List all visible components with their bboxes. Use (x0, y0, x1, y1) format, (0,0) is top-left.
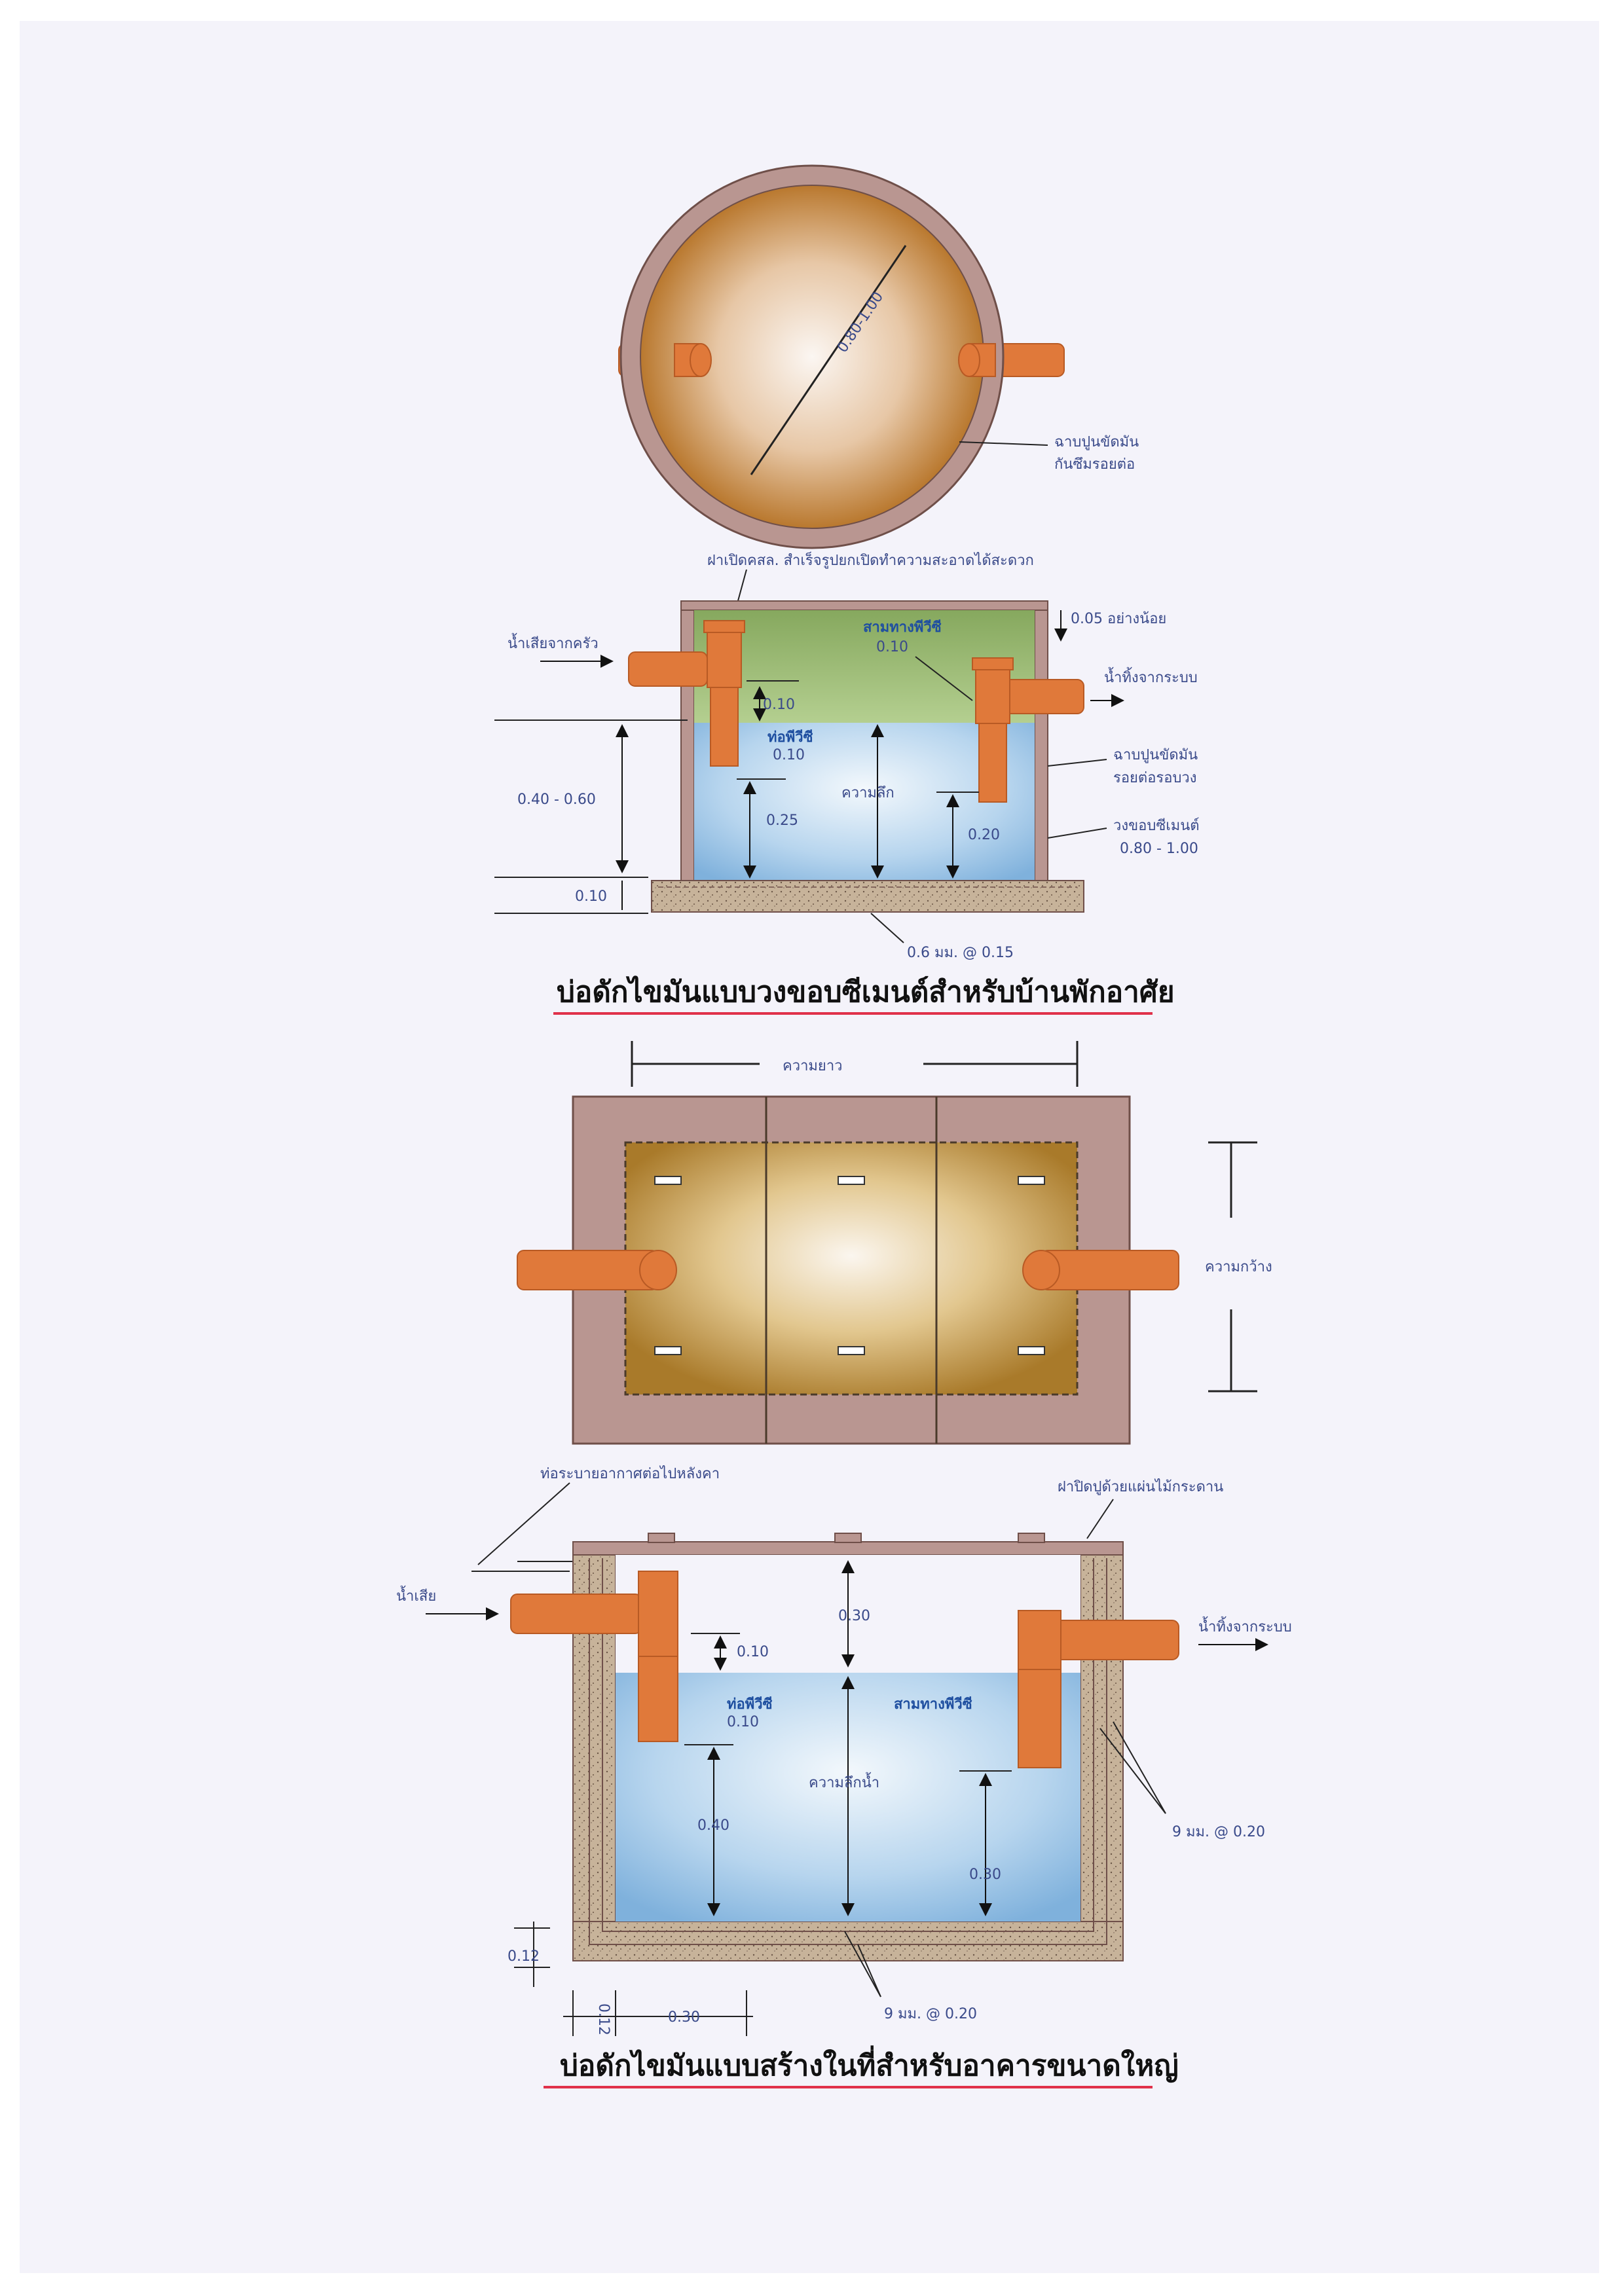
rect-inlet-label: น้ำเสีย (396, 1586, 436, 1605)
base-slab (651, 880, 1084, 913)
wall-offset: 0.30 (668, 2009, 700, 2026)
gap-label: 0.10 (763, 697, 795, 713)
rebar-label: 0.6 มม. @ 0.15 (907, 945, 1014, 961)
freeboard-label: 0.30 (838, 1608, 870, 1624)
rect-outlet-dip-pipe (1018, 1610, 1061, 1768)
circular-plan-view: 0.80-1.00 ฉาบปูนขัดมัน กันซึมรอยต่อ (618, 164, 1139, 549)
right-wall (1080, 1554, 1124, 1961)
clearance-label: 0.05 อย่างน้อย (1071, 611, 1166, 627)
pipe-label: ท่อพีวีซี (767, 729, 813, 746)
rect-outlet-pipe-plan (1041, 1250, 1179, 1290)
plaster-ring-line1: ฉาบปูนขัดมัน (1113, 747, 1198, 763)
slab-thickness: 0.10 (575, 888, 607, 905)
rect-pipe-label: ท่อพีวีซี (727, 1696, 773, 1713)
plaster-note-line2: กันซึมรอยต่อ (1054, 456, 1135, 473)
right-ring-wall (1034, 610, 1048, 888)
depth-label: ความลึก (841, 785, 895, 801)
inlet-depth: 0.25 (766, 812, 798, 829)
tee-size: 0.10 (876, 639, 908, 655)
base-slab-rect (572, 1921, 1124, 1961)
rect-inlet-pipe (510, 1594, 642, 1634)
rectangular-plan-view: ความยาว ความกว้าง (517, 1041, 1272, 1445)
cover-label: ฝาเปิดคสล. สำเร็จรูปยกเปิดทำความสะอาดได้… (707, 551, 1034, 569)
rect-tee-label: สามทางพีวีซี (894, 1696, 972, 1713)
vent-label: ท่อระบายอากาศต่อไปหลังคา (540, 1465, 720, 1482)
overall-depth: 0.40 - 0.60 (517, 792, 596, 808)
rect-outlet-label: น้ำทิ้งจากระบบ (1198, 1616, 1292, 1635)
rectangular-section-view: ท่อระบายอากาศต่อไปหลังคา ฝาปิดปูด้วยแผ่น… (396, 1465, 1292, 2036)
inlet-label: น้ำเสียจากครัว (507, 633, 599, 652)
base-rebar-label: 9 มม. @ 0.20 (884, 2006, 977, 2022)
inlet-dip-pipe (710, 687, 739, 767)
rect-gap-label: 0.10 (737, 1644, 769, 1660)
rect-pipe-size: 0.10 (727, 1714, 759, 1730)
board-cover (572, 1541, 1124, 1556)
outlet-label: น้ำทิ้งจากระบบ (1104, 667, 1198, 686)
rect-outlet-depth: 0.30 (969, 1867, 1001, 1883)
precast-cover (680, 600, 1048, 611)
wall-rebar-label: 9 มม. @ 0.20 (1172, 1824, 1265, 1840)
width-label: ความกว้าง (1205, 1259, 1272, 1275)
ring-label-line2: 0.80 - 1.00 (1120, 841, 1198, 857)
rect-outlet-pipe (1047, 1620, 1179, 1660)
inlet-pipe (628, 651, 708, 687)
base-thickness: 0.12 (507, 1948, 540, 1965)
tee-label: สามทางพีวีซี (863, 619, 942, 636)
plaster-note-line1: ฉาบปูนขัดมัน (1054, 434, 1139, 450)
outlet-depth: 0.20 (968, 827, 1000, 843)
rect-inlet-depth: 0.40 (697, 1817, 729, 1834)
circular-section-view: ฝาเปิดคสล. สำเร็จรูปยกเปิดทำความสะอาดได้… (494, 551, 1200, 961)
cover-boards-label: ฝาปิดปูด้วยแผ่นไม้กระดาน (1058, 1478, 1223, 1495)
wall-thickness: 0.12 (595, 2003, 612, 2035)
caption-top: บ่อดักไขมันแบบวงขอบซีเมนต์สำหรับบ้านพักอ… (557, 975, 1175, 1009)
pipe-size: 0.10 (773, 747, 805, 763)
outlet-dip-pipe (978, 723, 1007, 803)
caption-bottom: บ่อดักไขมันแบบสร้างในที่สำหรับอาคารขนาดใ… (560, 2045, 1179, 2083)
diameter-line (750, 245, 907, 475)
rect-inlet-pipe-plan (517, 1250, 659, 1290)
plaster-ring-line2: รอยต่อรอบวง (1113, 770, 1197, 786)
ring-label-line1: วงขอบซีเมนต์ (1113, 818, 1200, 834)
length-label: ความยาว (783, 1058, 843, 1074)
water-depth-label: ความลึกน้ำ (809, 1772, 879, 1791)
